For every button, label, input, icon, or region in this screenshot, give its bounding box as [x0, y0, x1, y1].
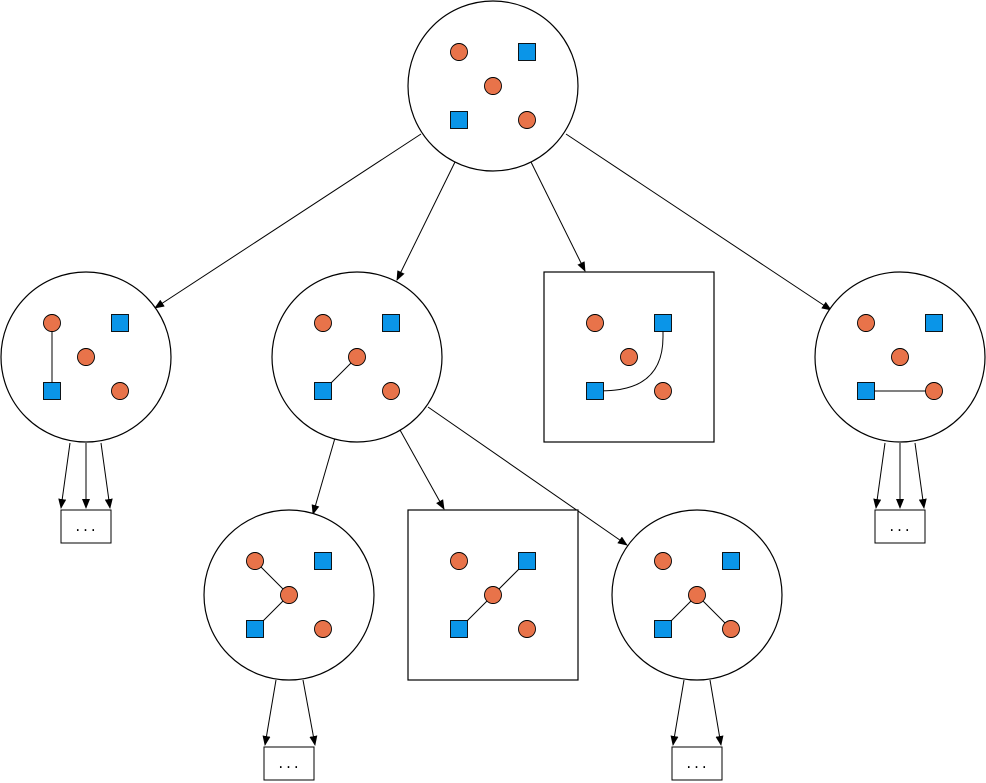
blue-square-token — [654, 620, 672, 638]
tree-node-b — [271, 271, 443, 443]
continuation-arrow — [58, 442, 71, 509]
tree-node-c-terminal — [543, 271, 715, 443]
blue-square-token — [382, 314, 400, 332]
tree-edge-arrow — [154, 133, 422, 309]
tree-edge-arrow — [427, 406, 628, 546]
tree-edges — [154, 133, 832, 546]
orange-circle-token — [586, 314, 604, 332]
continuation-box: ... — [670, 679, 724, 781]
orange-circle-token — [654, 552, 672, 570]
blue-square-token — [111, 314, 129, 332]
tree-node-a — [0, 271, 172, 443]
continuation-box: ... — [873, 442, 927, 544]
continuation-arrow — [262, 679, 277, 746]
blue-square-token — [314, 382, 332, 400]
orange-circle-token — [722, 620, 740, 638]
blue-square-token — [925, 314, 943, 332]
blue-square-token — [450, 111, 468, 129]
continuation-arrow — [670, 679, 685, 746]
tree-node-d — [814, 271, 986, 443]
continuation-arrow — [302, 679, 318, 746]
orange-circle-token — [654, 382, 672, 400]
orange-circle-token — [484, 586, 502, 604]
ellipsis-box-outline — [671, 746, 723, 781]
tree-node-root — [407, 0, 579, 172]
token-connection-curve — [594, 323, 664, 392]
orange-circle-token — [348, 348, 366, 366]
blue-square-token — [857, 382, 875, 400]
ellipsis-box-outline — [60, 509, 112, 544]
orange-circle-token — [77, 348, 95, 366]
blue-square-token — [43, 382, 61, 400]
ellipsis-box-outline — [874, 509, 926, 544]
orange-circle-token — [518, 620, 536, 638]
tree-edge-arrow — [399, 429, 445, 510]
ellipsis-box-outline — [263, 746, 315, 781]
orange-circle-token — [314, 314, 332, 332]
tree-edge-arrow — [530, 161, 586, 272]
orange-circle-token — [518, 111, 536, 129]
orange-circle-token — [43, 314, 61, 332]
continuation-box: ... — [262, 679, 318, 781]
orange-circle-token — [925, 382, 943, 400]
orange-circle-token — [450, 43, 468, 61]
orange-circle-token — [382, 382, 400, 400]
continuation-arrow — [914, 442, 927, 509]
orange-circle-token — [450, 552, 468, 570]
orange-circle-token — [688, 586, 706, 604]
tree-node-g — [611, 509, 783, 681]
tree-edge-arrow — [396, 161, 456, 281]
blue-square-token — [722, 552, 740, 570]
ellipsis-label: ... — [75, 517, 98, 535]
tree-edge-arrow — [311, 437, 336, 515]
tree-edge-arrow — [565, 133, 832, 311]
ellipsis-label: ... — [889, 517, 912, 535]
orange-circle-token — [620, 348, 638, 366]
continuation-arrow — [709, 679, 724, 746]
blue-square-token — [654, 314, 672, 332]
orange-circle-token — [246, 552, 264, 570]
blue-square-token — [518, 552, 536, 570]
orange-circle-token — [484, 77, 502, 95]
tree-node-f-terminal — [407, 509, 579, 681]
orange-circle-token — [111, 382, 129, 400]
blue-square-token — [518, 43, 536, 61]
orange-circle-token — [280, 586, 298, 604]
ellipsis-label: ... — [278, 754, 301, 772]
continuation-box: ... — [58, 442, 113, 544]
ellipsis-label: ... — [686, 754, 709, 772]
blue-square-token — [246, 620, 264, 638]
orange-circle-token — [891, 348, 909, 366]
continuation-arrow — [873, 442, 886, 509]
tree-node-e — [203, 509, 375, 681]
blue-square-token — [450, 620, 468, 638]
orange-circle-token — [314, 620, 332, 638]
continuation-arrow — [100, 442, 113, 509]
blue-square-token — [314, 552, 332, 570]
orange-circle-token — [857, 314, 875, 332]
blue-square-token — [586, 382, 604, 400]
